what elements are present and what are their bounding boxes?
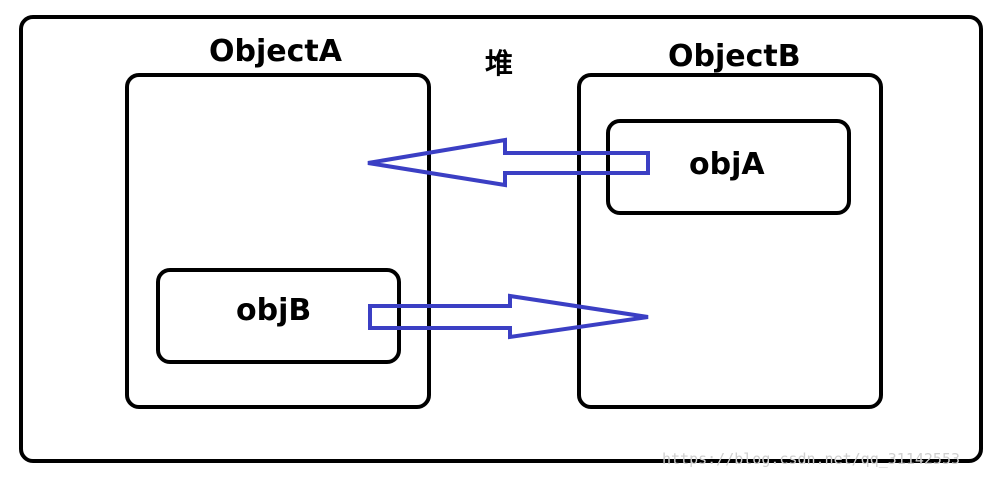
field-objA-box xyxy=(606,119,851,215)
object-a-title: ObjectA xyxy=(209,34,342,69)
object-b-title: ObjectB xyxy=(668,39,801,74)
field-objB-label: objB xyxy=(236,293,312,328)
watermark-text: https://blog.csdn.net/qq_31142553 xyxy=(662,450,961,468)
object-b-box xyxy=(577,73,883,409)
arrow-objA-to-ObjectA xyxy=(367,137,650,188)
field-objB-box xyxy=(156,268,401,364)
field-objA-label: objA xyxy=(689,147,765,182)
heap-container xyxy=(19,15,983,463)
object-a-box xyxy=(125,73,431,409)
heap-label: 堆 xyxy=(485,47,514,80)
arrow-objB-to-ObjectB xyxy=(368,293,649,340)
